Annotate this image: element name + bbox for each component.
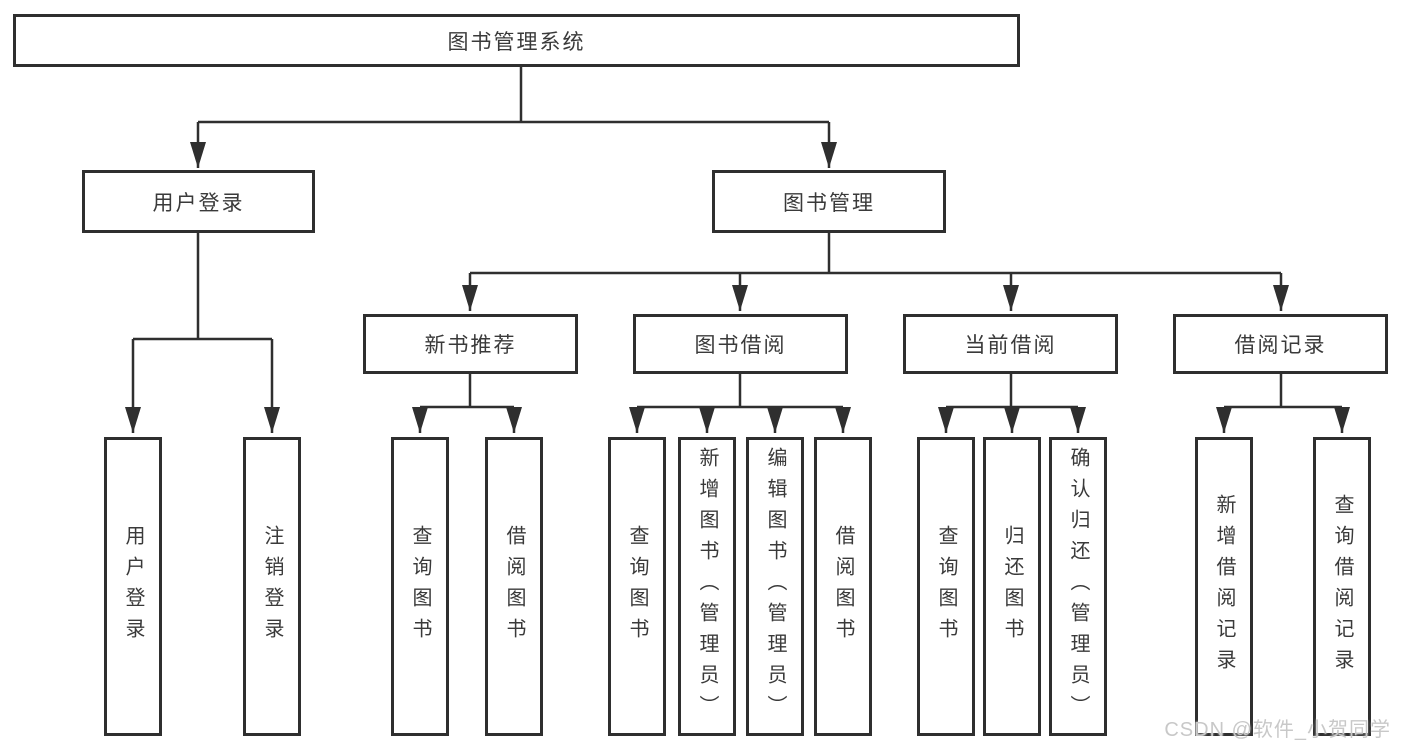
node-leaf-borrow-books-rec: 借阅图书 [485,437,543,736]
leaf-label: 新增图书（管理员） [696,447,718,726]
node-borrowing-records: 借阅记录 [1173,314,1388,374]
node-leaf-add-borrow-record: 新增借阅记录 [1195,437,1253,736]
node-user-login-module: 用户登录 [82,170,315,233]
connector-book-mgmt-to-level2 [462,232,1289,311]
connector-current-borrow-branch [938,372,1086,433]
leaf-label: 查询图书 [626,524,648,649]
node-leaf-logout: 注销登录 [243,437,301,736]
leaf-label: 确认归还（管理员） [1067,447,1089,726]
connector-root-to-level1 [190,66,837,168]
leaf-label: 查询图书 [935,524,957,649]
connector-new-book-rec-branch [412,372,522,433]
leaf-label: 查询图书 [409,524,431,649]
node-leaf-query-books-rec: 查询图书 [391,437,449,736]
leaf-label: 借阅图书 [832,524,854,649]
connector-borrow-records-branch [1216,372,1350,433]
node-leaf-return-books: 归还图书 [983,437,1041,736]
node-leaf-query-borrow-record: 查询借阅记录 [1313,437,1371,736]
node-leaf-borrow-books: 借阅图书 [814,437,872,736]
leaf-label: 注销登录 [261,524,283,649]
leaf-label: 新增借阅记录 [1213,493,1235,680]
node-leaf-edit-books-admin: 编辑图书（管理员） [746,437,804,736]
leaf-label: 借阅图书 [503,524,525,649]
leaf-label: 查询借阅记录 [1331,493,1353,680]
node-leaf-add-books-admin: 新增图书（管理员） [678,437,736,736]
leaf-label: 用户登录 [122,524,144,649]
node-leaf-confirm-return-admin: 确认归还（管理员） [1049,437,1107,736]
leaf-label: 编辑图书（管理员） [764,447,786,726]
node-book-management-module: 图书管理 [712,170,946,233]
node-library-management-system: 图书管理系统 [13,14,1020,67]
connector-book-borrow-branch [629,372,851,433]
node-leaf-query-books-current: 查询图书 [917,437,975,736]
node-book-borrowing: 图书借阅 [633,314,848,374]
leaf-label: 归还图书 [1001,524,1023,649]
node-current-borrowing: 当前借阅 [903,314,1118,374]
node-leaf-user-login: 用户登录 [104,437,162,736]
node-new-book-recommendation: 新书推荐 [363,314,578,374]
node-leaf-query-books-borrow: 查询图书 [608,437,666,736]
connector-user-login-branch [125,232,280,433]
